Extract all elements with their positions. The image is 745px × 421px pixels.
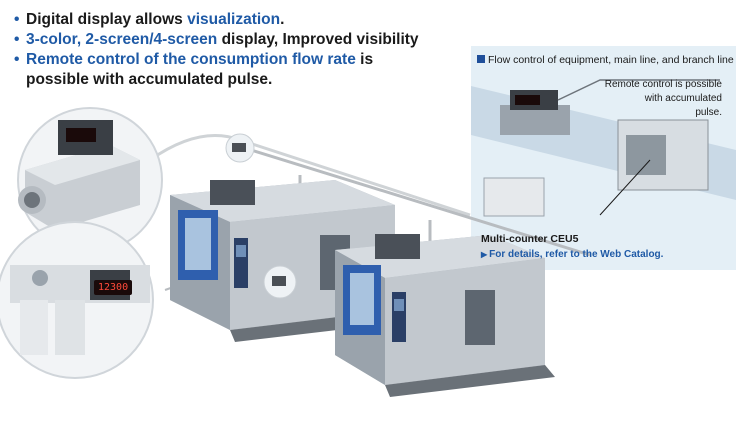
machine-2 [335,234,555,397]
bullet-dot-icon: • [14,51,20,68]
bullet-remote-control: • Remote control of the consumption flow… [14,51,374,68]
bullet-remote-control-cont: possible with accumulated pulse. [26,71,273,88]
right-triangle-icon: ▶ [481,250,488,259]
bullet-display: • 3-color, 2-screen/4-screen display, Im… [14,31,419,48]
web-catalog-link[interactable]: ▶For details, refer to the Web Catalog. [481,249,664,260]
remote-control-note: Remote control is possible with accumula… [604,79,722,118]
panel-title: Flow control of equipment, main line, an… [477,54,734,66]
multi-counter-label: Multi-counter CEU5 [481,233,579,245]
square-icon [477,55,485,63]
info-panel: Flow control of equipment, main line, an… [471,46,736,270]
flow-display-value: 12300 [94,280,133,295]
feature-bullets: • Digital display allows visualization. … [14,10,454,90]
panel-diagram [471,79,736,217]
bullet-visualization: • Digital display allows visualization. [14,11,285,28]
bullet-dot-icon: • [14,11,20,28]
bullet-dot-icon: • [14,31,20,48]
